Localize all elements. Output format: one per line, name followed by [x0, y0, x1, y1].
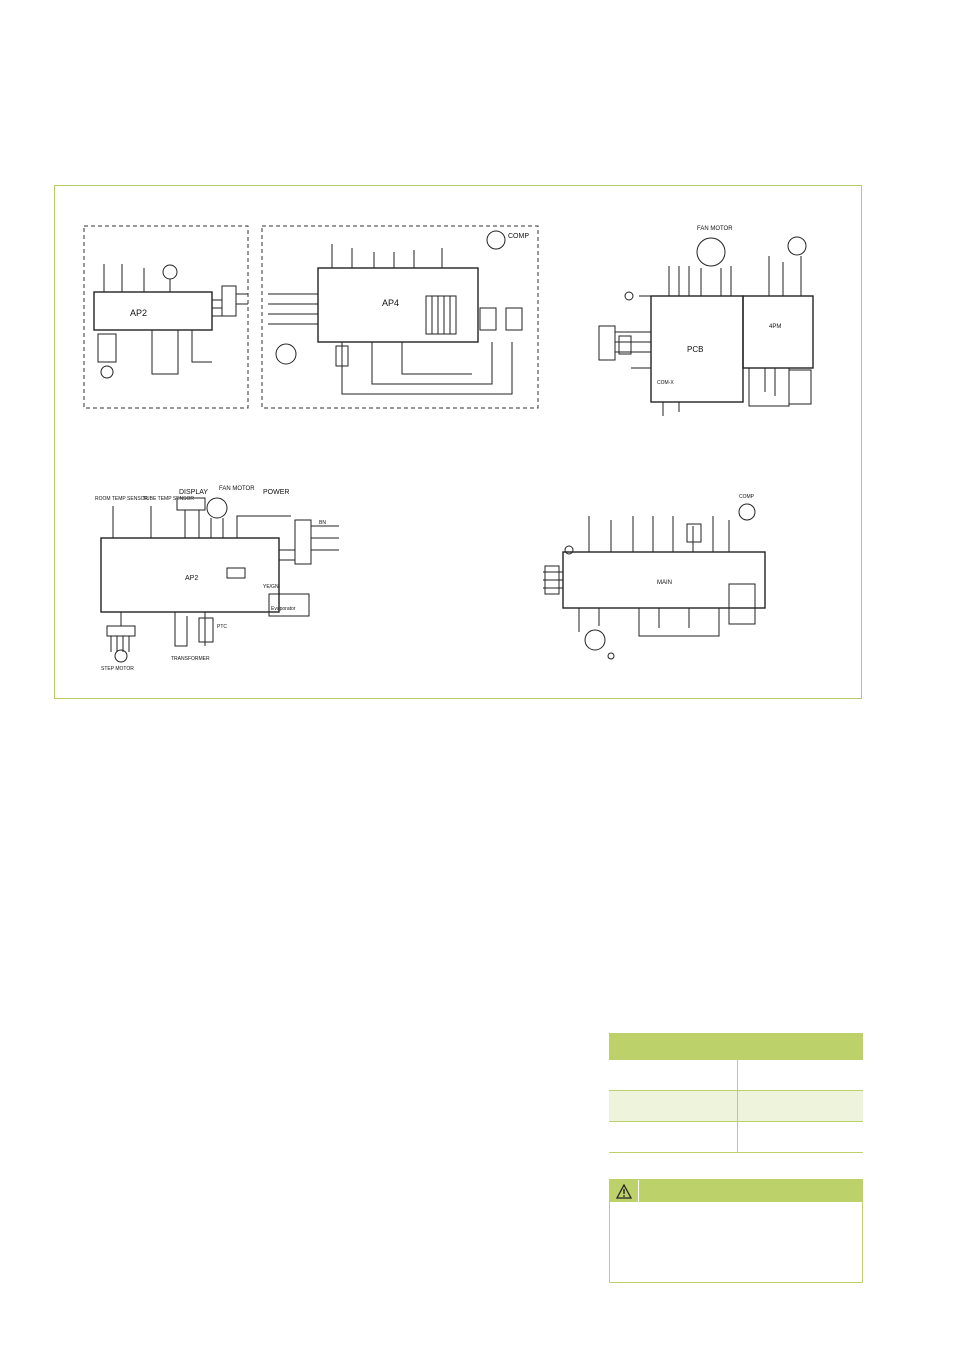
table-cell [609, 1121, 738, 1153]
comp-label: COMP [739, 494, 755, 500]
panel-label-right: AP4 [382, 298, 399, 308]
warning-triangle-icon [610, 1180, 639, 1202]
ptc-label: PTC [217, 624, 227, 630]
terminal-bn: BN [319, 520, 326, 526]
table-cell [737, 1121, 863, 1153]
table-header-cell [737, 1033, 863, 1060]
table-cell [609, 1060, 738, 1091]
table-row [609, 1090, 863, 1122]
wiring-diagrams-frame: AP2 AP4 COMP PCB 4PM FAN MOTOR COM-X [54, 185, 862, 699]
wiring-diagram-2: PCB 4PM FAN MOTOR COM-X [598, 226, 814, 416]
display-label: DISPLAY [179, 489, 208, 496]
evaporator-label: Evaporator [271, 606, 296, 612]
tube-sensor-label: TUBE TEMP SENSOR [143, 496, 194, 502]
transformer-label: TRANSFORMER [171, 656, 210, 662]
step-motor-label: STEP MOTOR [101, 666, 134, 672]
data-table [609, 1033, 863, 1153]
board2-label: 4PM [769, 324, 781, 330]
room-sensor-label: ROOM TEMP SENSOR [95, 496, 149, 502]
table-header-row [609, 1033, 863, 1060]
table-row [609, 1121, 863, 1153]
comp-label: COMP [508, 233, 529, 240]
wiring-diagram-1: AP2 AP4 COMP [83, 225, 539, 409]
table-cell [737, 1060, 863, 1091]
fan-motor-label: FAN MOTOR [697, 226, 733, 232]
warning-box [609, 1179, 863, 1283]
com-label: COM-X [657, 380, 674, 386]
warning-header [610, 1180, 862, 1202]
board-label: PCB [687, 345, 703, 354]
wiring-diagram-4: MAIN COMP [543, 494, 766, 660]
terminal-yegn: YE/GN [263, 584, 279, 590]
power-label: POWER [263, 489, 289, 496]
wiring-diagram-3: AP2 ROOM TEMP SENSOR TUBE TEMP SENSOR DI… [95, 486, 339, 672]
table-header-cell [609, 1033, 738, 1060]
panel-label-left: AP2 [130, 308, 147, 318]
table-row [609, 1060, 863, 1091]
fan-motor-label: FAN MOTOR [219, 486, 255, 492]
board-label: AP2 [185, 575, 198, 582]
table-cell [609, 1090, 738, 1122]
table-cell [737, 1090, 863, 1122]
board-label: MAIN [657, 580, 672, 586]
